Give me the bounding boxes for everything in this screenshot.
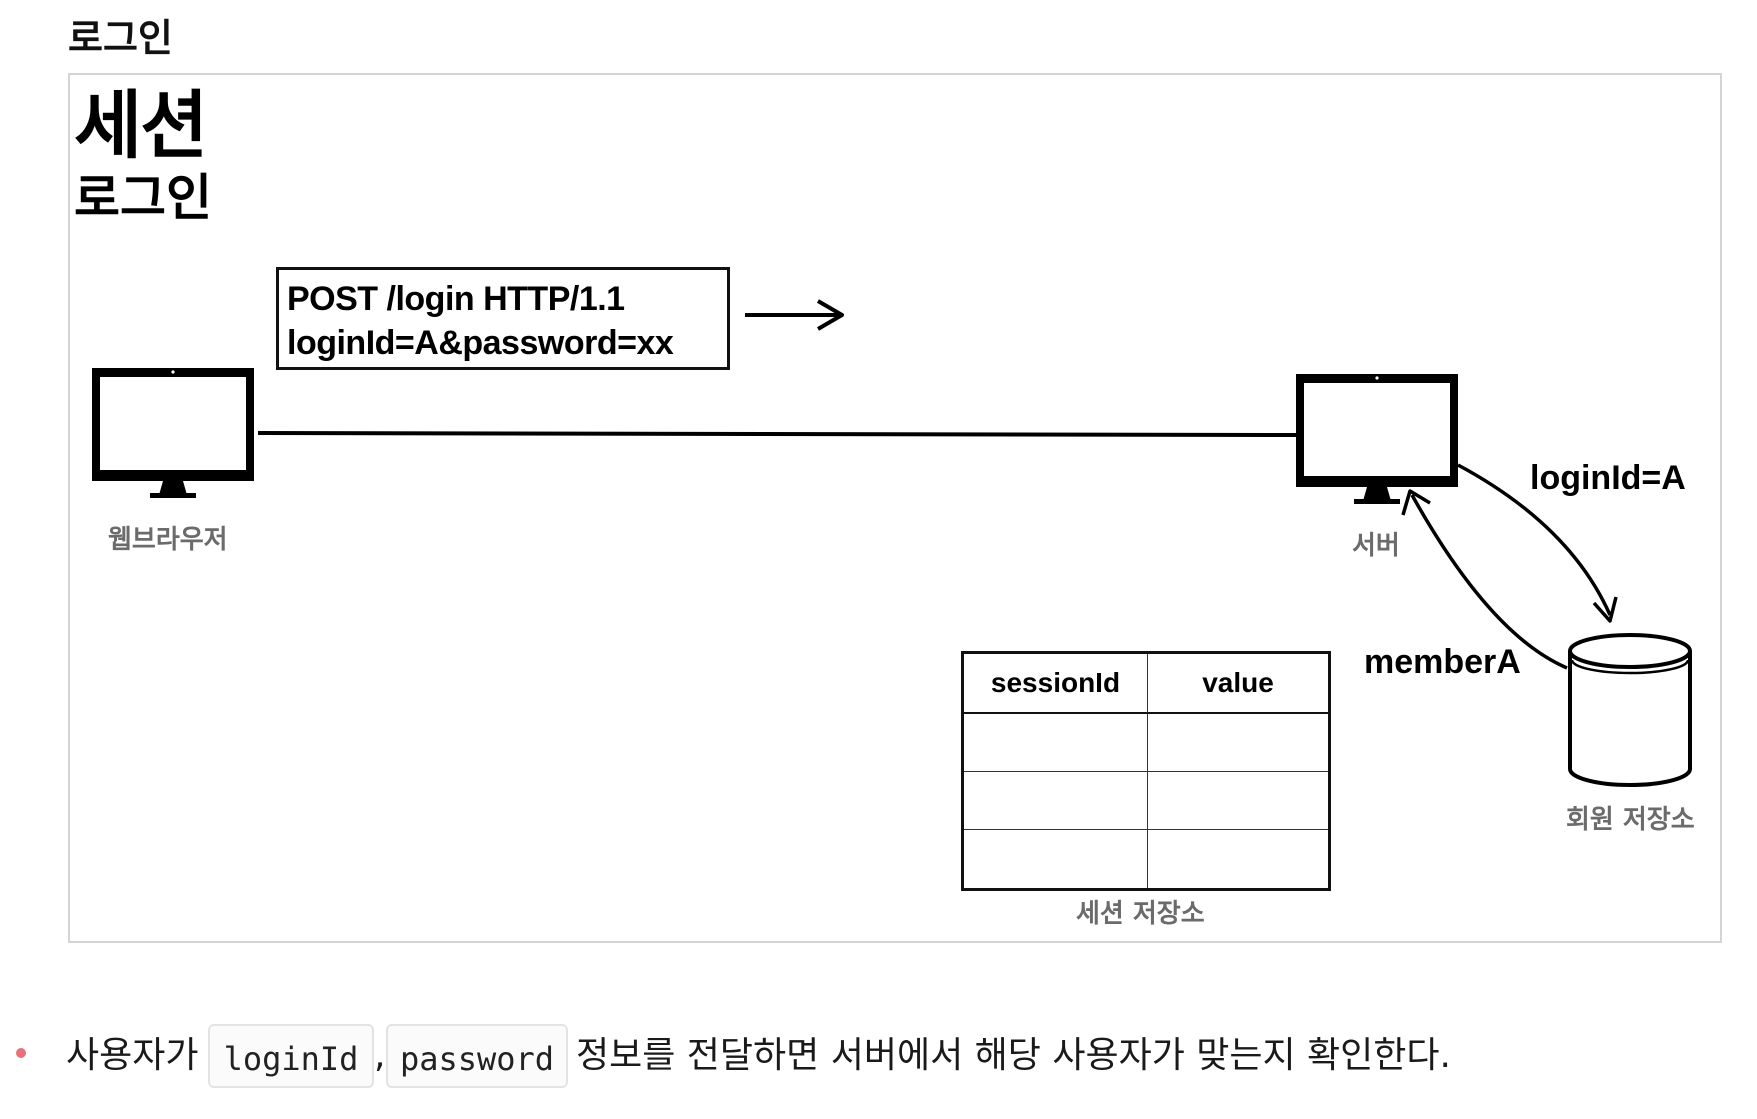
server-monitor-icon (1296, 374, 1458, 504)
table-cell (1148, 772, 1328, 830)
lookup-arrow (1457, 463, 1618, 623)
table-cell (964, 714, 1148, 772)
slide-title: 세션 (74, 83, 208, 169)
session-store-label: 세션 저장소 (1076, 899, 1205, 929)
table-cell (964, 830, 1148, 888)
bullet-prefix: 사용자가 (66, 1035, 199, 1076)
request-line: POST /login HTTP/1.1 (287, 280, 625, 318)
return-arrow (1401, 489, 1568, 670)
section-heading: 로그인 (68, 16, 173, 60)
column-header-value: value (1148, 654, 1328, 714)
slide-subtitle: 로그인 (74, 169, 212, 227)
list-item: 사용자가 loginId , password 정보를 전달하면 서버에서 해당… (0, 1020, 1757, 1090)
bullet-dot-icon (16, 1048, 26, 1058)
slide-image: 세션 로그인 POST /login HTTP/1.1 loginId=A&pa… (68, 73, 1722, 943)
database-cylinder-icon (1568, 633, 1692, 787)
bullet-suffix: 정보를 전달하면 서버에서 해당 사용자가 맞는지 확인한다. (576, 1035, 1451, 1076)
session-table: sessionId value (961, 651, 1331, 891)
table-cell (964, 772, 1148, 830)
http-request-box: POST /login HTTP/1.1 loginId=A&password=… (276, 267, 730, 370)
member-label: memberA (1364, 643, 1521, 681)
diagram-lines (92, 299, 1692, 787)
column-header-sessionid: sessionId (964, 654, 1148, 714)
table-cell (1148, 830, 1328, 888)
request-body: loginId=A&password=xx (287, 324, 674, 362)
login-id-label: loginId=A (1530, 459, 1686, 497)
browser-label: 웹브라우저 (108, 525, 228, 555)
connection-line (257, 431, 1297, 437)
request-arrow (745, 299, 844, 331)
inline-code-password: password (386, 1024, 568, 1088)
member-store-label: 회원 저장소 (1566, 805, 1695, 835)
inline-code-loginid: loginId (208, 1024, 374, 1088)
bullet-separator: , (374, 1035, 386, 1076)
browser-monitor-icon (92, 368, 254, 498)
table-cell (1148, 714, 1328, 772)
server-label: 서버 (1352, 531, 1400, 561)
